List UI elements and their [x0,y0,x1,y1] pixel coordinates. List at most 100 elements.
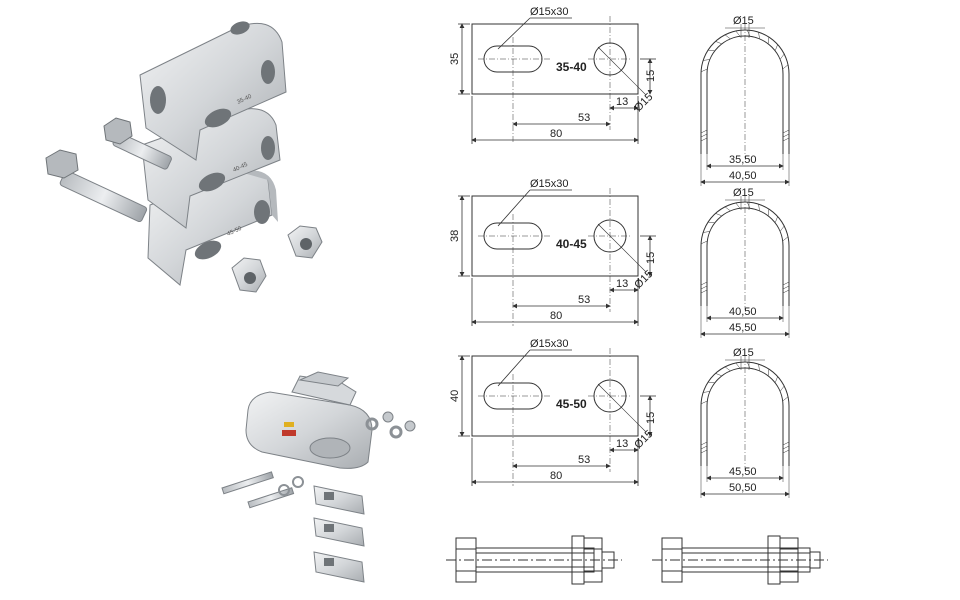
coupling-bolts-illustration [221,471,304,509]
plate-length-dimension: 80 [550,470,562,482]
bolt-drawing-1 [446,535,622,585]
hole-height-dimension: 15 [645,70,657,82]
bracket-leg-hatch [782,289,790,294]
bolt-drawing-2 [652,535,828,585]
plate-height-dimension: 40 [449,390,461,402]
bracket-hatch [782,64,789,70]
bracket-hatch [767,209,770,216]
coupling-washers-illustration [365,411,416,439]
bracket-leg-hatch [782,129,790,134]
slot-leader-line [497,17,531,50]
bolt-illustration-short [103,117,172,170]
hole-offset-dimension: 53 [578,294,590,306]
plate-outline [471,195,639,277]
bracket-hatch [779,225,785,232]
hole-diameter-leader [597,223,647,273]
bracket-hatch [724,366,731,372]
hole-offset-dimension: 53 [578,112,590,124]
bracket-hatch [735,202,741,209]
inner-width-dimension: 40,50 [729,306,757,318]
bracket-hatch [782,236,789,242]
bracket-hatch [715,41,722,45]
slot-leader-line [497,189,531,227]
plate-height-dimension: 35 [449,53,461,65]
bolt-illustration-long [45,149,148,223]
bracket-leg-hatch [782,449,790,454]
bracket-hatch [703,231,710,233]
bracket-hatch [774,216,778,223]
slot-leader-line [497,349,531,387]
coupling-brackets-illustration [313,485,365,583]
bracket-leg-hatch [700,129,708,134]
bracket-hatch [767,37,770,44]
bracket-hatch [767,369,770,376]
hole-diameter-dimension: Ø15 [632,268,655,291]
coupling-exploded-illustration [221,371,416,583]
hole-height-dimension: 15 [645,252,657,264]
bracket-leg-hatch [700,289,708,294]
bracket-hatch [747,201,751,209]
plate-height-dimension: 38 [449,230,461,242]
bracket-top-hole-dimension: Ø15 [733,187,754,199]
bracket-hatch [703,391,710,393]
plate-outline [471,355,639,437]
hole-diameter-dimension: Ø15 [632,428,655,451]
bracket-hatch [724,206,731,212]
bracket-hatch [779,53,785,60]
hole-edge-dimension: 13 [616,96,628,108]
plate-length-dimension: 80 [550,310,562,322]
slot-dimension: Ø15x30 [530,6,569,18]
plate-outline [471,23,639,95]
bracket-leg-hatch [700,133,708,138]
bracket-hatch [708,49,715,52]
nut-illustration-2 [231,257,267,293]
slot-dimension: Ø15x30 [530,338,569,350]
hole-diameter-leader [597,46,647,96]
bracket-leg-hatch [782,285,790,290]
bracket-leg-hatch [700,281,708,286]
bracket-leg-hatch [782,441,790,446]
bracket-35-40-illustration: 35-40 [139,21,287,161]
bracket-assembly-illustration: 45-50 40-45 35-40 [45,21,323,293]
size-label: 40-45 [556,237,587,251]
bracket-leg-hatch [700,449,708,454]
bracket-hatch [700,68,708,72]
bracket-top-hole-dimension: Ø15 [733,15,754,27]
plate-length-dimension: 80 [550,128,562,140]
drawing-rows: Ø15x3035-403515135380Ø15Ø1535,5040,50Ø15… [449,6,790,498]
hole-edge-dimension: 13 [616,278,628,290]
bracket-hatch [708,381,715,384]
size-label: 35-40 [556,60,587,74]
inner-width-dimension: 45,50 [729,466,757,478]
bracket-hatch [703,59,710,61]
slot-dimension: Ø15x30 [530,178,569,190]
bracket-leg-hatch [700,445,708,450]
coupling-head-illustration [245,371,373,469]
bracket-leg-hatch [700,137,708,142]
bracket-leg-hatch [782,137,790,142]
size-label: 45-50 [556,397,587,411]
bracket-hatch [747,361,751,369]
bracket-hatch [735,362,741,369]
hole-diameter-leader [597,383,647,433]
outer-width-dimension: 50,50 [729,482,757,494]
bracket-leg-hatch [700,285,708,290]
bracket-hatch [700,400,708,404]
bracket-hatch [758,204,760,211]
bracket-hatch [715,373,722,377]
bracket-hatch [715,213,722,217]
bracket-hatch [779,385,785,392]
bracket-hatch [747,29,751,37]
bracket-hatch [708,221,715,224]
bracket-leg-hatch [700,441,708,446]
outer-width-dimension: 45,50 [729,322,757,334]
inner-width-dimension: 35,50 [729,154,757,166]
bracket-hatch [774,376,778,383]
bracket-hatch [700,240,708,244]
hole-edge-dimension: 13 [616,438,628,450]
